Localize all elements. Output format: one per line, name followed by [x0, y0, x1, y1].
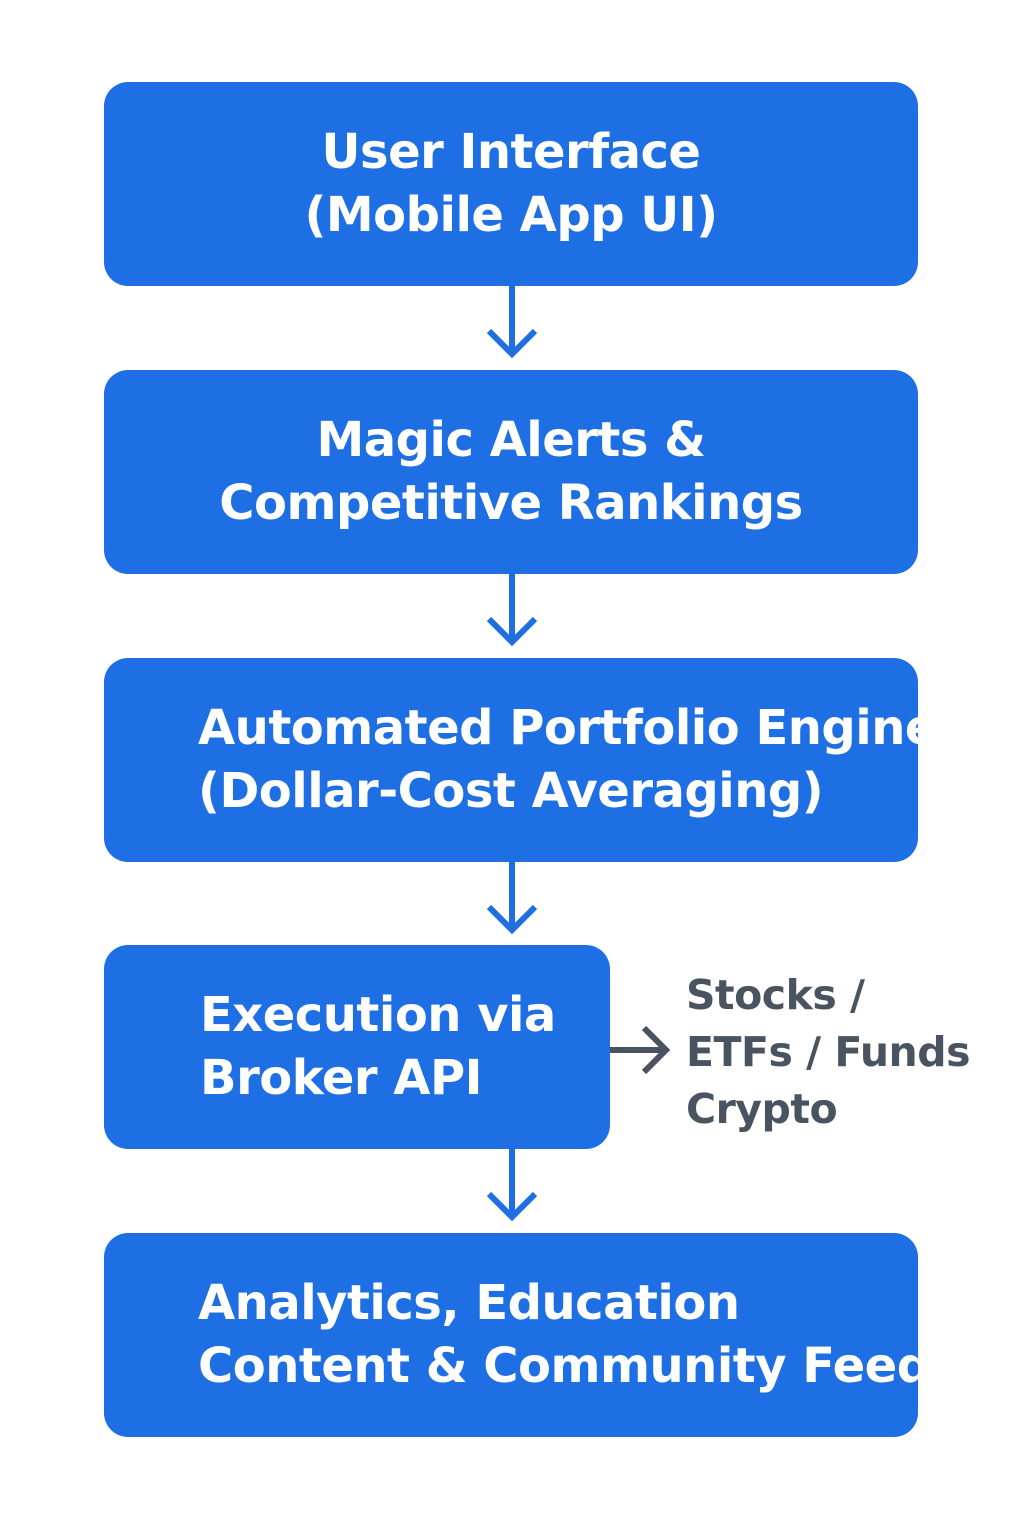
arrow-exec-to-analytics — [486, 1149, 538, 1222]
node-execution-broker-line2: Broker API — [200, 1050, 483, 1106]
asset-classes-line3: Crypto — [686, 1085, 838, 1133]
arrow-alerts-to-engine — [486, 574, 538, 647]
asset-classes-line1: Stocks / — [686, 971, 865, 1019]
arrow-exec-to-assets — [610, 1025, 671, 1075]
node-analytics-feed-line2: Content & Community Feed — [198, 1338, 931, 1394]
arrow-engine-to-exec — [486, 862, 538, 935]
node-portfolio-engine-line2: (Dollar-Cost Averaging) — [198, 763, 824, 819]
node-user-interface-line1: User Interface — [321, 124, 701, 180]
node-analytics-feed: Analytics, Education Content & Community… — [104, 1233, 931, 1437]
asset-classes-line2: ETFs / Funds — [686, 1028, 971, 1076]
node-analytics-feed-line1: Analytics, Education — [198, 1275, 740, 1331]
asset-classes-label: Stocks / ETFs / Funds Crypto — [686, 967, 971, 1138]
node-portfolio-engine: Automated Portfolio Engine (Dollar-Cost … — [104, 658, 937, 862]
node-user-interface-line2: (Mobile App UI) — [304, 187, 718, 243]
node-magic-alerts-line1: Magic Alerts & — [316, 412, 706, 468]
node-user-interface: User Interface (Mobile App UI) — [104, 82, 918, 286]
arrow-ui-to-alerts — [486, 286, 538, 359]
node-portfolio-engine-line1: Automated Portfolio Engine — [198, 700, 937, 756]
node-execution-broker: Execution via Broker API — [104, 945, 610, 1149]
node-execution-broker-line1: Execution via — [200, 987, 556, 1043]
node-magic-alerts: Magic Alerts & Competitive Rankings — [104, 370, 918, 574]
node-magic-alerts-line2: Competitive Rankings — [219, 475, 803, 531]
